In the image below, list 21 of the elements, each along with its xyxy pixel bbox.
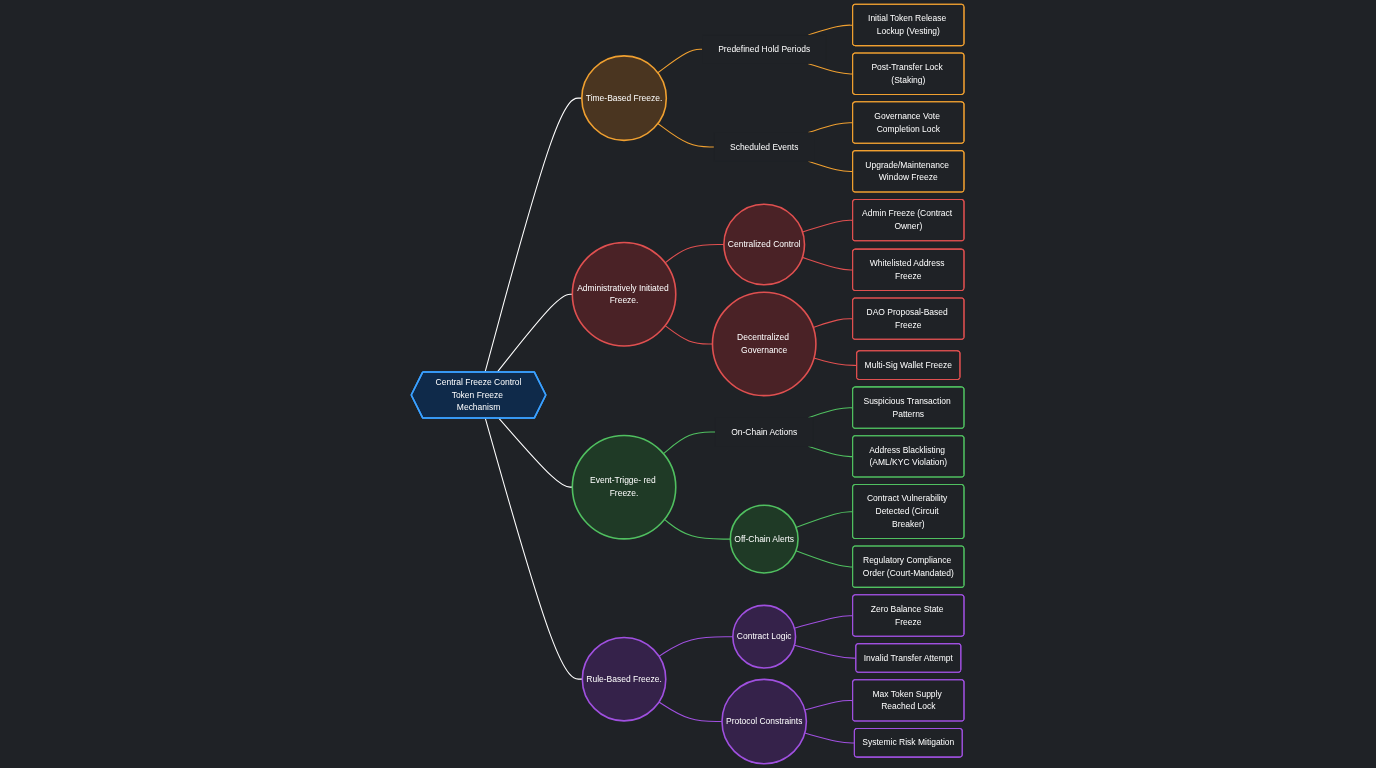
node-circle: Time-Based Freeze. [581, 55, 668, 142]
node-circle: Administratively Initiated Freeze. [571, 241, 677, 347]
node-circle: Event-Trigge- red Freeze. [571, 434, 677, 540]
connector [657, 48, 704, 74]
node-text: Predefined Hold Periods [718, 44, 811, 54]
connector [658, 701, 723, 723]
node-text: On-Chain Actions [731, 427, 798, 437]
node-circle: Centralized Control [723, 203, 806, 286]
node-circle: Contract Logic [732, 604, 797, 669]
connector [663, 431, 717, 455]
connector [794, 644, 857, 659]
connector [664, 244, 725, 264]
node-circle: Decentralized Governance [712, 291, 818, 397]
node-circle: Off-Chain Alerts [729, 504, 800, 574]
node-text: Scheduled Events [730, 142, 799, 152]
connector [658, 636, 734, 657]
connector [484, 97, 583, 373]
connector [813, 357, 858, 366]
node-circle: Protocol Constraints [721, 678, 808, 765]
node-circle: Rule-Based Freeze. [581, 636, 667, 722]
connector [657, 122, 715, 148]
